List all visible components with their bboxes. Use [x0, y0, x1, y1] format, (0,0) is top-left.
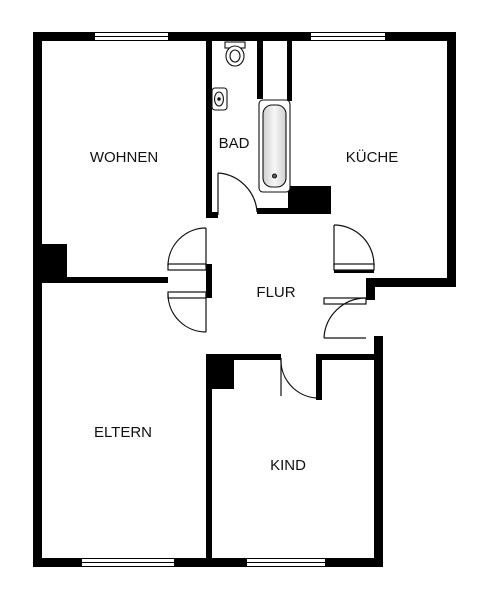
window-kind: [247, 559, 325, 566]
room-label-flur: FLUR: [256, 284, 295, 301]
window-kueche: [311, 33, 385, 40]
room-label-wohnen: WOHNEN: [90, 149, 158, 166]
wall-entry-jamb-bottom: [374, 336, 383, 346]
wall-entry-jamb-top: [366, 290, 375, 300]
door-entry: [323, 297, 367, 339]
windows: [82, 33, 385, 566]
wall-outer-right-kind: [374, 340, 383, 567]
chimneys: [42, 186, 331, 389]
room-labels: WOHNEN BAD KÜCHE FLUR ELTERN KIND: [90, 135, 398, 474]
wall-outer-left: [33, 32, 42, 567]
doors: [167, 172, 375, 399]
door-kueche: [333, 224, 375, 271]
door-wohnen: [167, 227, 207, 271]
chimney-kueche: [288, 186, 331, 214]
sink-icon: [211, 87, 228, 111]
wall-bad-bottom-left: [206, 212, 218, 218]
chimney-wohnen: [42, 244, 67, 277]
wall-bad-kueche: [257, 41, 263, 99]
wall-eltern-kind: [206, 354, 212, 567]
room-label-bad: BAD: [219, 135, 250, 152]
window-eltern: [82, 559, 174, 566]
wall-outer-right-kitchen: [447, 32, 456, 287]
bathtub-icon: [258, 99, 291, 193]
wall-flur-kind-right: [319, 354, 383, 360]
door-kind: [280, 357, 318, 399]
wall-kind-door-jamb: [316, 354, 322, 400]
door-bad: [217, 172, 258, 215]
toilet-icon: [224, 41, 246, 67]
room-label-eltern: ELTERN: [94, 424, 152, 441]
door-eltern: [167, 291, 207, 333]
chimney-kind: [212, 360, 234, 389]
wall-kueche-bottom-far: [374, 278, 378, 287]
wall-flur-kind-left: [206, 354, 281, 360]
wall-kueche-left: [287, 41, 292, 101]
wall-wohnen-bad: [206, 41, 212, 218]
wall-outer-right-step-vertical: [366, 278, 375, 300]
window-wohnen: [95, 33, 168, 40]
wall-eltern-flur: [206, 283, 212, 298]
bathroom-fixtures: [211, 41, 291, 193]
wall-wohnen-eltern: [42, 277, 168, 283]
wall-kind-right-upper: [374, 340, 383, 360]
room-label-kind: KIND: [270, 457, 306, 474]
wall-outer-right-step: [366, 278, 456, 287]
wall-wohnen-flur-lower: [206, 264, 212, 283]
room-label-kueche: KÜCHE: [346, 148, 399, 166]
outer-walls: [33, 32, 456, 567]
